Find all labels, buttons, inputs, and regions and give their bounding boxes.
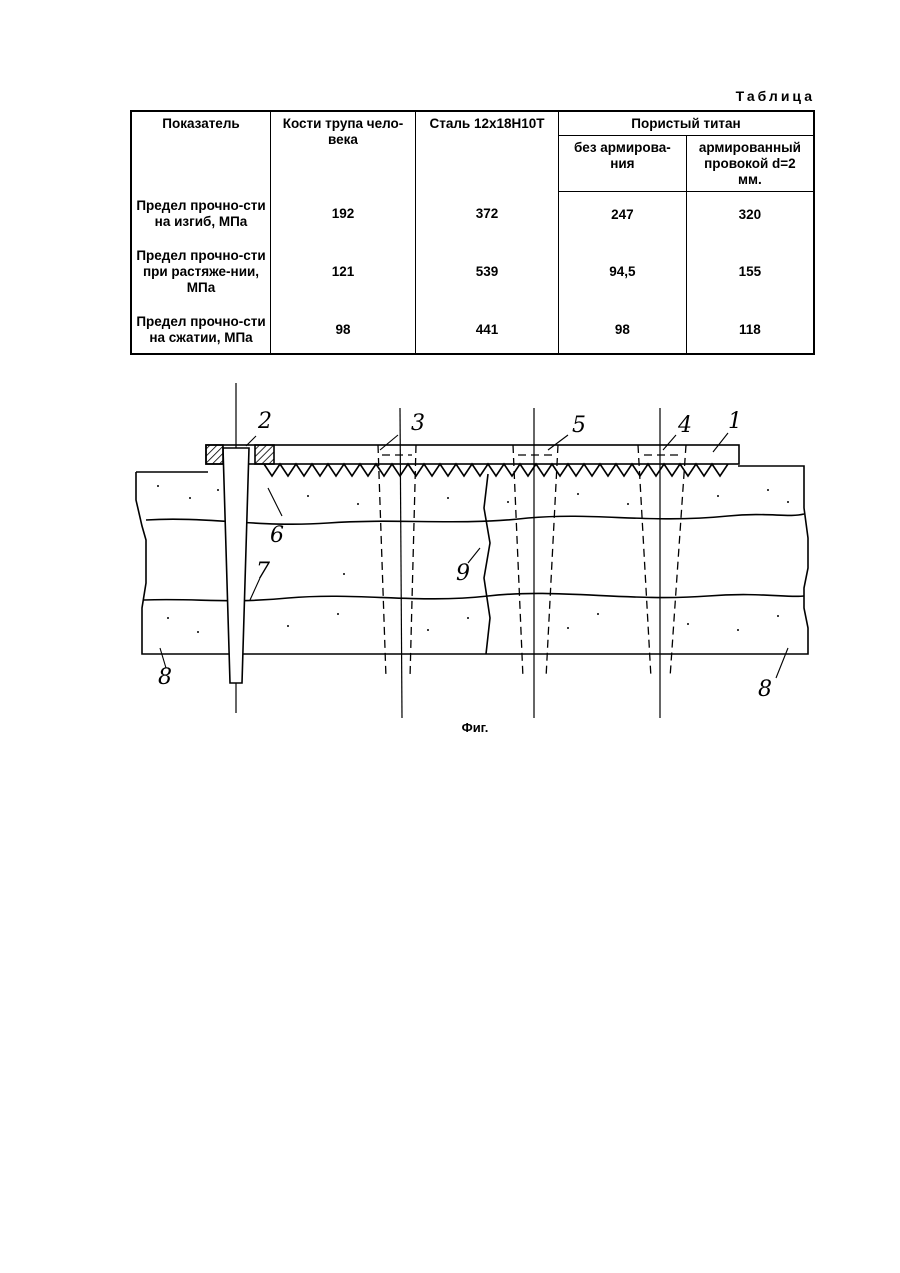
- header-bones: Кости трупа чело-века: [271, 111, 416, 191]
- header-reinforced: армированный провокой d=2 мм.: [686, 135, 814, 191]
- cell-no-reinforcement: 247: [559, 191, 687, 238]
- label-8-left: 8: [158, 665, 172, 690]
- pin-5: [513, 445, 558, 678]
- label-1: 1: [728, 409, 742, 434]
- cell-reinforced: 155: [686, 238, 814, 306]
- table-row: Предел прочно-сти на сжатии, МПа 98 441 …: [131, 306, 814, 354]
- label-2: 2: [257, 409, 272, 434]
- header-no-reinforcement: без армирова-ния: [559, 135, 687, 191]
- cell-steel: 372: [416, 191, 559, 238]
- label-3: 3: [411, 411, 425, 436]
- cortex-stipple: [157, 485, 789, 633]
- figure-drawing: 2 3 5 4 1 6 7 9 8 8: [128, 378, 818, 743]
- table-row: Предел прочно-сти на изгиб, МПа 192 372 …: [131, 191, 814, 238]
- screw-7: [223, 448, 249, 683]
- cell-bones: 121: [271, 238, 416, 306]
- cell-no-reinforcement: 98: [559, 306, 687, 354]
- properties-table: Показатель Кости трупа чело-века Сталь 1…: [130, 110, 815, 355]
- cell-bones: 192: [271, 191, 416, 238]
- pin-4: [638, 445, 686, 678]
- plate-teeth: [264, 464, 728, 476]
- label-6: 6: [270, 523, 284, 548]
- table-row: Предел прочно-сти при растяже-нии, МПа 1…: [131, 238, 814, 306]
- header-steel: Сталь 12х18Н10Т: [416, 111, 559, 191]
- label-8-right: 8: [758, 677, 772, 702]
- pin-3: [378, 445, 416, 678]
- header-indicator: Показатель: [131, 111, 271, 191]
- header-porous-titanium: Пористый титан: [559, 111, 815, 135]
- cell-bones: 98: [271, 306, 416, 354]
- cell-steel: 539: [416, 238, 559, 306]
- table-caption: Таблица: [700, 88, 815, 104]
- label-4: 4: [677, 413, 692, 438]
- label-9: 9: [456, 561, 470, 586]
- screw-head-right: [255, 445, 274, 464]
- cell-no-reinforcement: 94,5: [559, 238, 687, 306]
- fracture-line: [484, 474, 490, 654]
- row-label: Предел прочно-сти на изгиб, МПа: [131, 191, 271, 238]
- label-5: 5: [572, 413, 586, 438]
- label-7: 7: [256, 559, 270, 584]
- figure-caption: Фиг.: [440, 720, 510, 735]
- cell-reinforced: 118: [686, 306, 814, 354]
- cell-reinforced: 320: [686, 191, 814, 238]
- row-label: Предел прочно-сти на сжатии, МПа: [131, 306, 271, 354]
- row-label: Предел прочно-сти при растяже-нии, МПа: [131, 238, 271, 306]
- cell-steel: 441: [416, 306, 559, 354]
- screw-head-left: [206, 445, 223, 464]
